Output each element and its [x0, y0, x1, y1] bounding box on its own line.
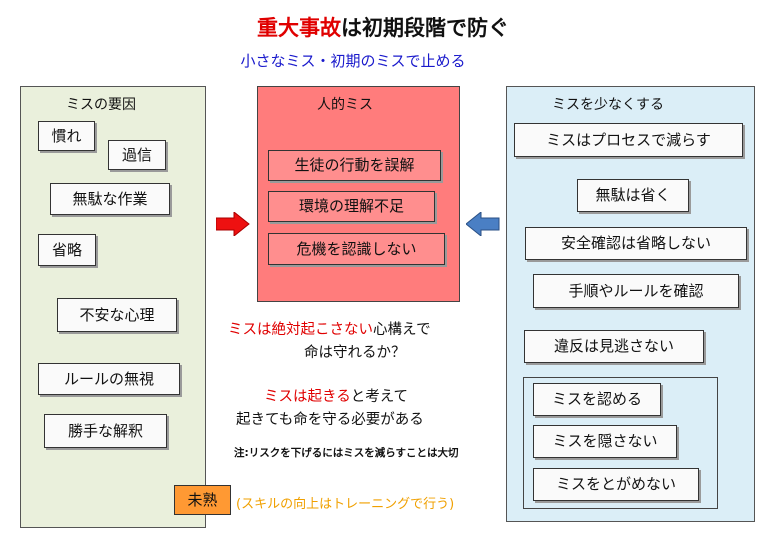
reduce-item: 手順やルールを確認: [533, 274, 739, 308]
training-note: (スキルの向上はトレーニングで行う): [236, 497, 455, 512]
reduce-item: 安全確認は省略しない: [525, 227, 747, 260]
answer-rest: と考えて: [350, 389, 408, 405]
cause-item: ルールの無視: [38, 363, 180, 395]
causes-panel-title: ミスの要因: [66, 97, 136, 113]
cause-item: 過信: [108, 140, 166, 170]
title-emphasis: 重大事故: [257, 16, 341, 40]
mindset-answer-line1: ミスは起きると考えて: [264, 385, 408, 406]
blame-free-item: ミスを認める: [533, 383, 661, 416]
title-rest: は初期段階で防ぐ: [341, 16, 509, 40]
mindset-question-line2: 命は守れるか？: [304, 345, 406, 361]
cause-item: 省略: [38, 234, 96, 266]
cause-item: 無駄な作業: [50, 183, 170, 215]
blame-free-group: [523, 377, 718, 509]
right-arrow-icon: [216, 212, 250, 236]
reduce-item: ミスはプロセスで減らす: [514, 123, 743, 157]
immaturity-box: 未熟: [174, 485, 231, 515]
mindset-question-line1: ミスは絶対起こさない心構えで: [228, 318, 431, 339]
subtitle: 小さなミス・初期のミスで止める: [240, 52, 466, 70]
human-error-item: 危機を認識しない: [268, 233, 445, 265]
reduce-item: 違反は見逃さない: [524, 330, 704, 363]
mindset-rest: 心構えで: [373, 322, 431, 338]
page-title: 重大事故は初期段階で防ぐ: [0, 12, 766, 42]
cause-item: 不安な心理: [57, 298, 177, 332]
left-arrow-icon: [466, 212, 500, 236]
reduce-errors-panel-title: ミスを少なくする: [552, 97, 664, 113]
note-text: 注:リスクを下げるにはミスを減らすことは大切: [234, 447, 459, 459]
blame-free-item: ミスをとがめない: [533, 468, 699, 501]
human-error-panel-title: 人的ミス: [317, 97, 373, 113]
human-error-item: 生徒の行動を誤解: [268, 150, 441, 181]
mindset-emphasis: ミスは絶対起こさない: [228, 322, 373, 338]
cause-item: 慣れ: [38, 121, 95, 151]
blame-free-item: ミスを隠さない: [533, 425, 677, 458]
human-error-item: 環境の理解不足: [268, 191, 435, 222]
mindset-answer-line2: 起きても命を守る必要がある: [236, 412, 424, 428]
reduce-item: 無駄は省く: [577, 179, 689, 212]
cause-item: 勝手な解釈: [44, 414, 167, 448]
answer-emphasis: ミスは起きる: [264, 389, 351, 405]
